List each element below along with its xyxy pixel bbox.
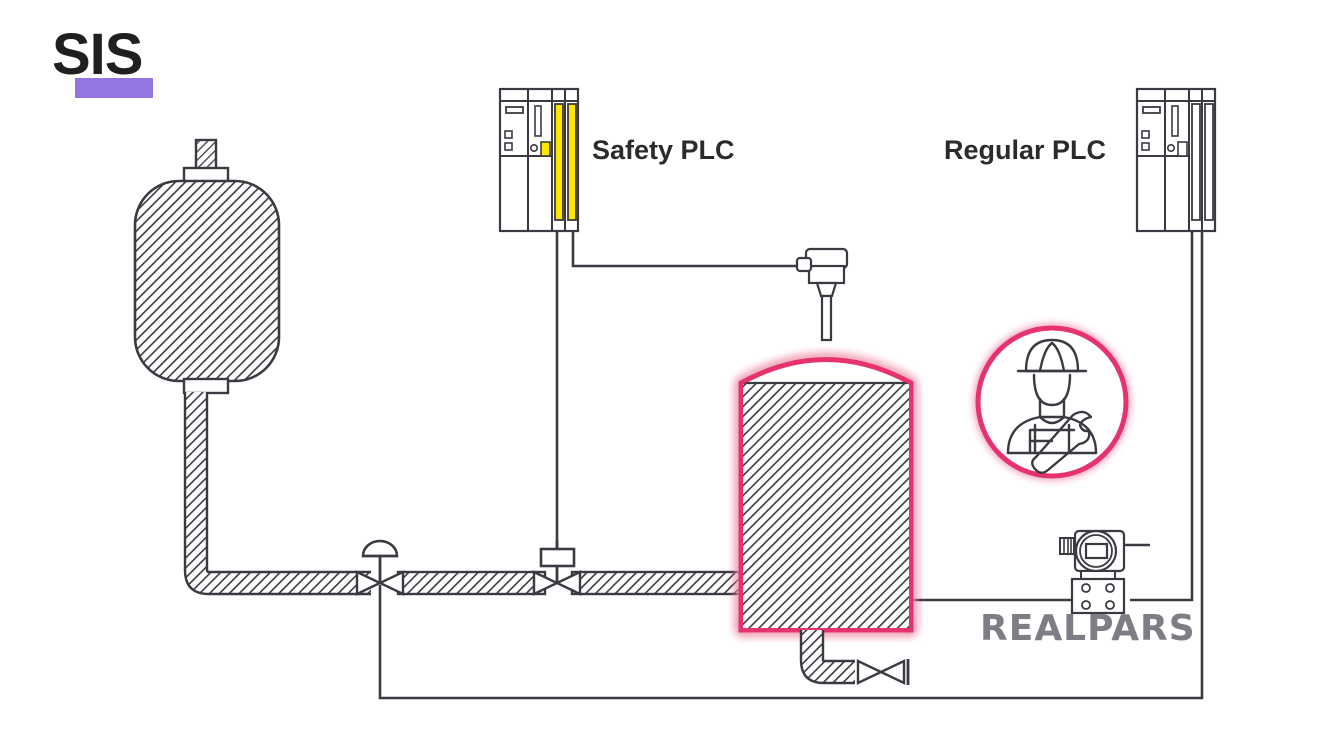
hard-hat-icon [1024, 338, 1080, 373]
tank-drain [799, 630, 855, 685]
transmitter-manifold [1070, 577, 1126, 615]
regular-module-1 [1191, 103, 1201, 221]
tank-outline [739, 357, 913, 632]
safety-plc[interactable] [498, 87, 580, 233]
level-sensor[interactable] [795, 247, 849, 342]
page-title: SIS [52, 22, 143, 87]
regular-plc[interactable] [1135, 87, 1217, 233]
pipe-segment-to-tank [570, 570, 744, 596]
vessel-bottom-flange [182, 377, 230, 395]
realpars-watermark: REALPARS [980, 608, 1196, 649]
wire-regularplc-to-diaphragm-valve [378, 232, 1204, 700]
wrench-icon [1031, 410, 1093, 474]
vessel-body [133, 179, 281, 383]
plc-cpu-strip [505, 106, 524, 114]
safety-plc-label: Safety PLC [592, 135, 735, 165]
transmitter-terminal-block [1059, 537, 1075, 555]
safety-module-1 [554, 103, 564, 221]
diaphragm-actuator [361, 539, 399, 558]
worker-body [1006, 415, 1098, 455]
wire-safetyplc-to-levelsensor [571, 232, 806, 268]
transmitter-display [1084, 542, 1109, 560]
safety-module-2 [567, 103, 577, 221]
solenoid-valve[interactable] [532, 540, 582, 596]
regular-plc-label: Regular PLC [944, 135, 1107, 165]
accumulator-vessel [133, 138, 281, 395]
regular-module-2 [1204, 103, 1214, 221]
process-pipe-line [183, 392, 744, 596]
pipe-segment-mid [396, 570, 547, 596]
drain-valve[interactable] [856, 659, 910, 685]
main-tank[interactable] [738, 357, 914, 633]
wire-regularplc-to-transmitter [1130, 232, 1194, 602]
worker-icon[interactable] [975, 325, 1129, 479]
sensor-process-neck [815, 281, 838, 298]
sis-title-underline [75, 78, 153, 98]
tank-contents [741, 383, 911, 630]
pressure-transmitter[interactable] [1059, 529, 1126, 615]
worker-face [1032, 373, 1072, 407]
diaphragm-valve[interactable] [355, 539, 405, 596]
plc-status-led [540, 141, 551, 157]
solenoid-coil [539, 547, 576, 568]
signal-wiring [378, 232, 1204, 700]
sensor-cable-gland [795, 256, 813, 273]
sensor-probe [820, 294, 833, 342]
sensor-housing-body [807, 264, 846, 285]
